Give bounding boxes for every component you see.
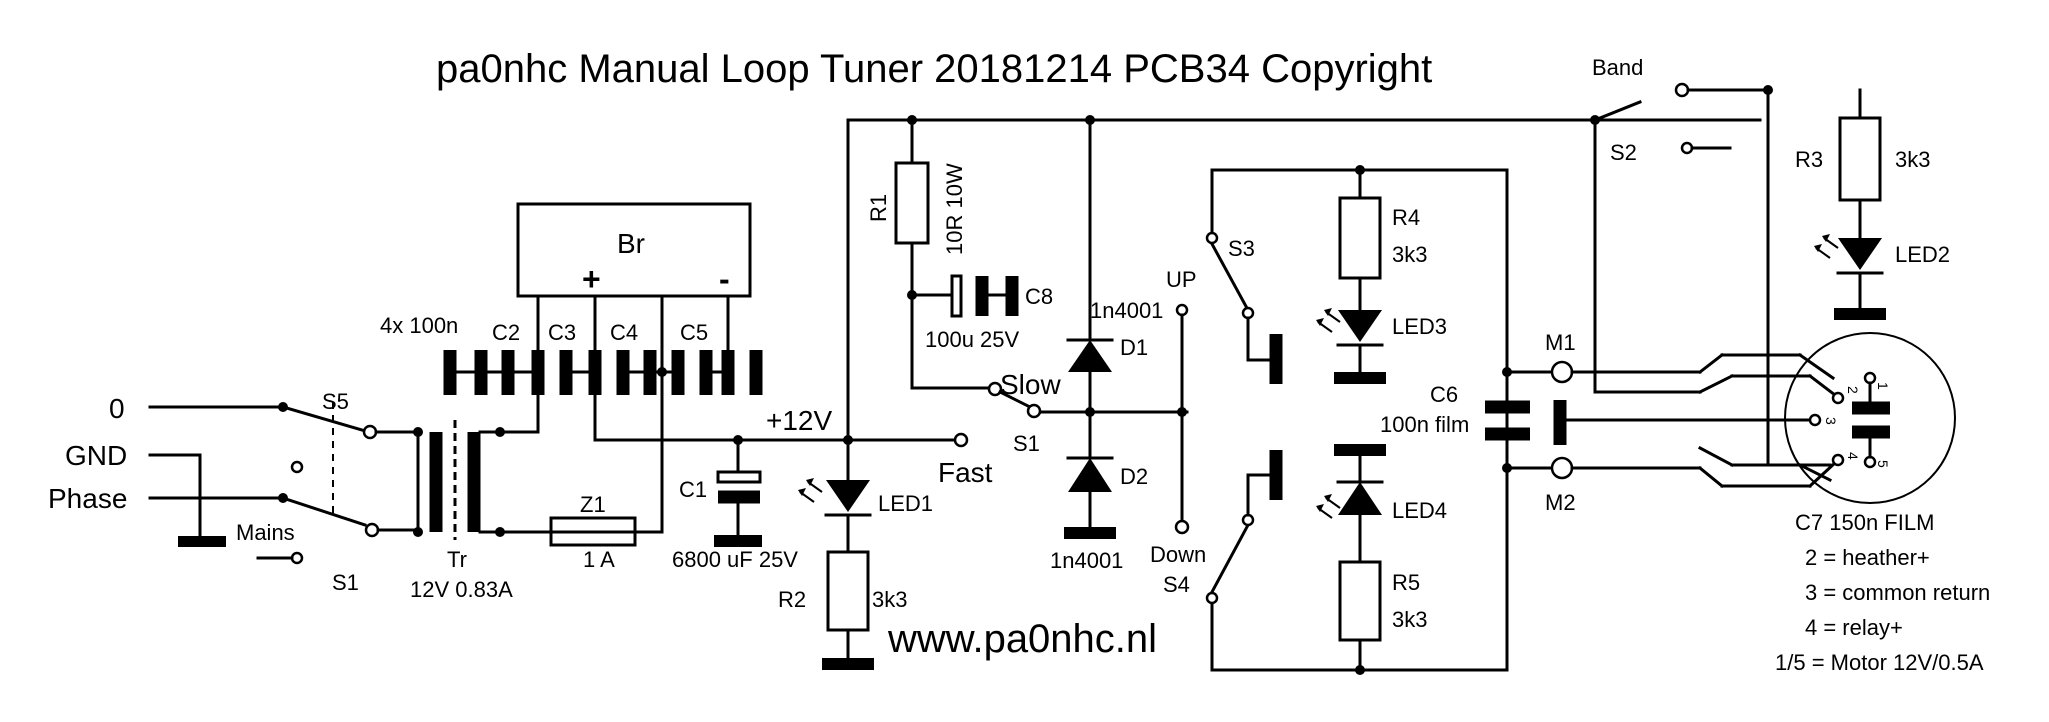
speed-switch-s1 [997, 389, 1190, 535]
label-s1: S1 [1013, 431, 1040, 456]
label-c3: C3 [548, 320, 576, 345]
label-plus12: +12V [766, 405, 832, 436]
label-mains-gnd: GND [65, 440, 127, 471]
label-d2-type: 1n4001 [1050, 548, 1123, 573]
label-caps-note: 4x 100n [380, 313, 458, 338]
diode-d1 [1066, 115, 1114, 414]
label-z1: Z1 [580, 492, 606, 517]
label-mains-phase: Phase [48, 483, 127, 514]
label-r5: R5 [1392, 570, 1420, 595]
led4-branch [1316, 444, 1386, 672]
label-c5: C5 [680, 320, 708, 345]
label-led3: LED3 [1392, 314, 1447, 339]
label-c6: C6 [1430, 382, 1458, 407]
legend-pin2: 2 = heather+ [1805, 545, 1930, 570]
label-r4: R4 [1392, 205, 1420, 230]
label-d1-type: 1n4001 [1090, 298, 1163, 323]
label-r1-value: 10R 10W [942, 163, 967, 255]
label-s2: S2 [1610, 140, 1637, 165]
diode-d2 [1064, 410, 1116, 539]
mains-input [148, 402, 420, 565]
label-br-minus: - [719, 261, 730, 297]
label-c8-value: 100u 25V [925, 327, 1020, 352]
label-tr-rating: 12V 0.83A [410, 577, 513, 602]
label-d1: D1 [1120, 335, 1148, 360]
bridge-rectifier [498, 202, 752, 442]
label-s3: S3 [1228, 236, 1255, 261]
label-slow: Slow [1000, 369, 1061, 400]
label-plug-pin2: 2 [1845, 386, 1861, 394]
legend-pin3: 3 = common return [1805, 580, 1990, 605]
label-led2: LED2 [1895, 242, 1950, 267]
label-d2: D2 [1120, 464, 1148, 489]
label-r5-value: 3k3 [1392, 607, 1427, 632]
legend-pin4: 4 = relay+ [1805, 615, 1903, 640]
label-fast: Fast [938, 457, 993, 488]
capacitors-c2-c5 [443, 350, 763, 395]
band-switch-s2 [1590, 82, 1886, 467]
label-mains: Mains [236, 520, 295, 545]
led1-indicator [798, 458, 874, 670]
label-s5: S5 [322, 389, 349, 414]
label-br: Br [617, 228, 645, 259]
label-c6-value: 100n film [1380, 412, 1469, 437]
label-s1-mains: S1 [332, 570, 359, 595]
label-m1: M1 [1545, 330, 1576, 355]
legend-pin15: 1/5 = Motor 12V/0.5A [1775, 650, 1984, 675]
fuse-z1 [498, 370, 664, 547]
label-br-plus: + [582, 261, 601, 297]
legend-c7: C7 150n FILM [1795, 510, 1934, 535]
label-plug-pin1: 1 [1875, 382, 1891, 390]
led3-branch [1316, 168, 1386, 384]
label-s4: S4 [1163, 572, 1190, 597]
label-r2: R2 [778, 587, 806, 612]
label-c4: C4 [610, 320, 638, 345]
label-r1: R1 [866, 194, 891, 222]
label-plug-pin4: 4 [1845, 452, 1861, 460]
label-up: UP [1166, 267, 1197, 292]
website-url: www.pa0nhc.nl [887, 617, 1157, 661]
label-c8: C8 [1025, 284, 1053, 309]
label-r2-value: 3k3 [872, 587, 907, 612]
label-z1-rating: 1 A [583, 547, 615, 572]
label-r3-value: 3k3 [1895, 147, 1930, 172]
label-m2: M2 [1545, 490, 1576, 515]
din-plug [1553, 332, 1956, 504]
label-c2: C2 [492, 320, 520, 345]
schematic-title: pa0nhc Manual Loop Tuner 20181214 PCB34 … [436, 47, 1432, 91]
label-r4-value: 3k3 [1392, 242, 1427, 267]
label-r3: R3 [1795, 147, 1823, 172]
dc-supply [593, 118, 1762, 547]
label-plug-pin3: 3 [1823, 417, 1839, 425]
label-mains-0: 0 [109, 393, 125, 424]
label-band: Band [1592, 55, 1643, 80]
label-c1: C1 [679, 477, 707, 502]
speed-network [894, 115, 1019, 397]
label-c1-value: 6800 uF 25V [672, 547, 798, 572]
transformer-tr [413, 420, 505, 540]
label-down: Down [1150, 542, 1206, 567]
label-plug-pin5: 5 [1875, 460, 1891, 468]
label-tr: Tr [447, 547, 467, 572]
motor-output [1485, 168, 1702, 672]
label-led4: LED4 [1392, 498, 1447, 523]
label-led1: LED1 [878, 491, 933, 516]
